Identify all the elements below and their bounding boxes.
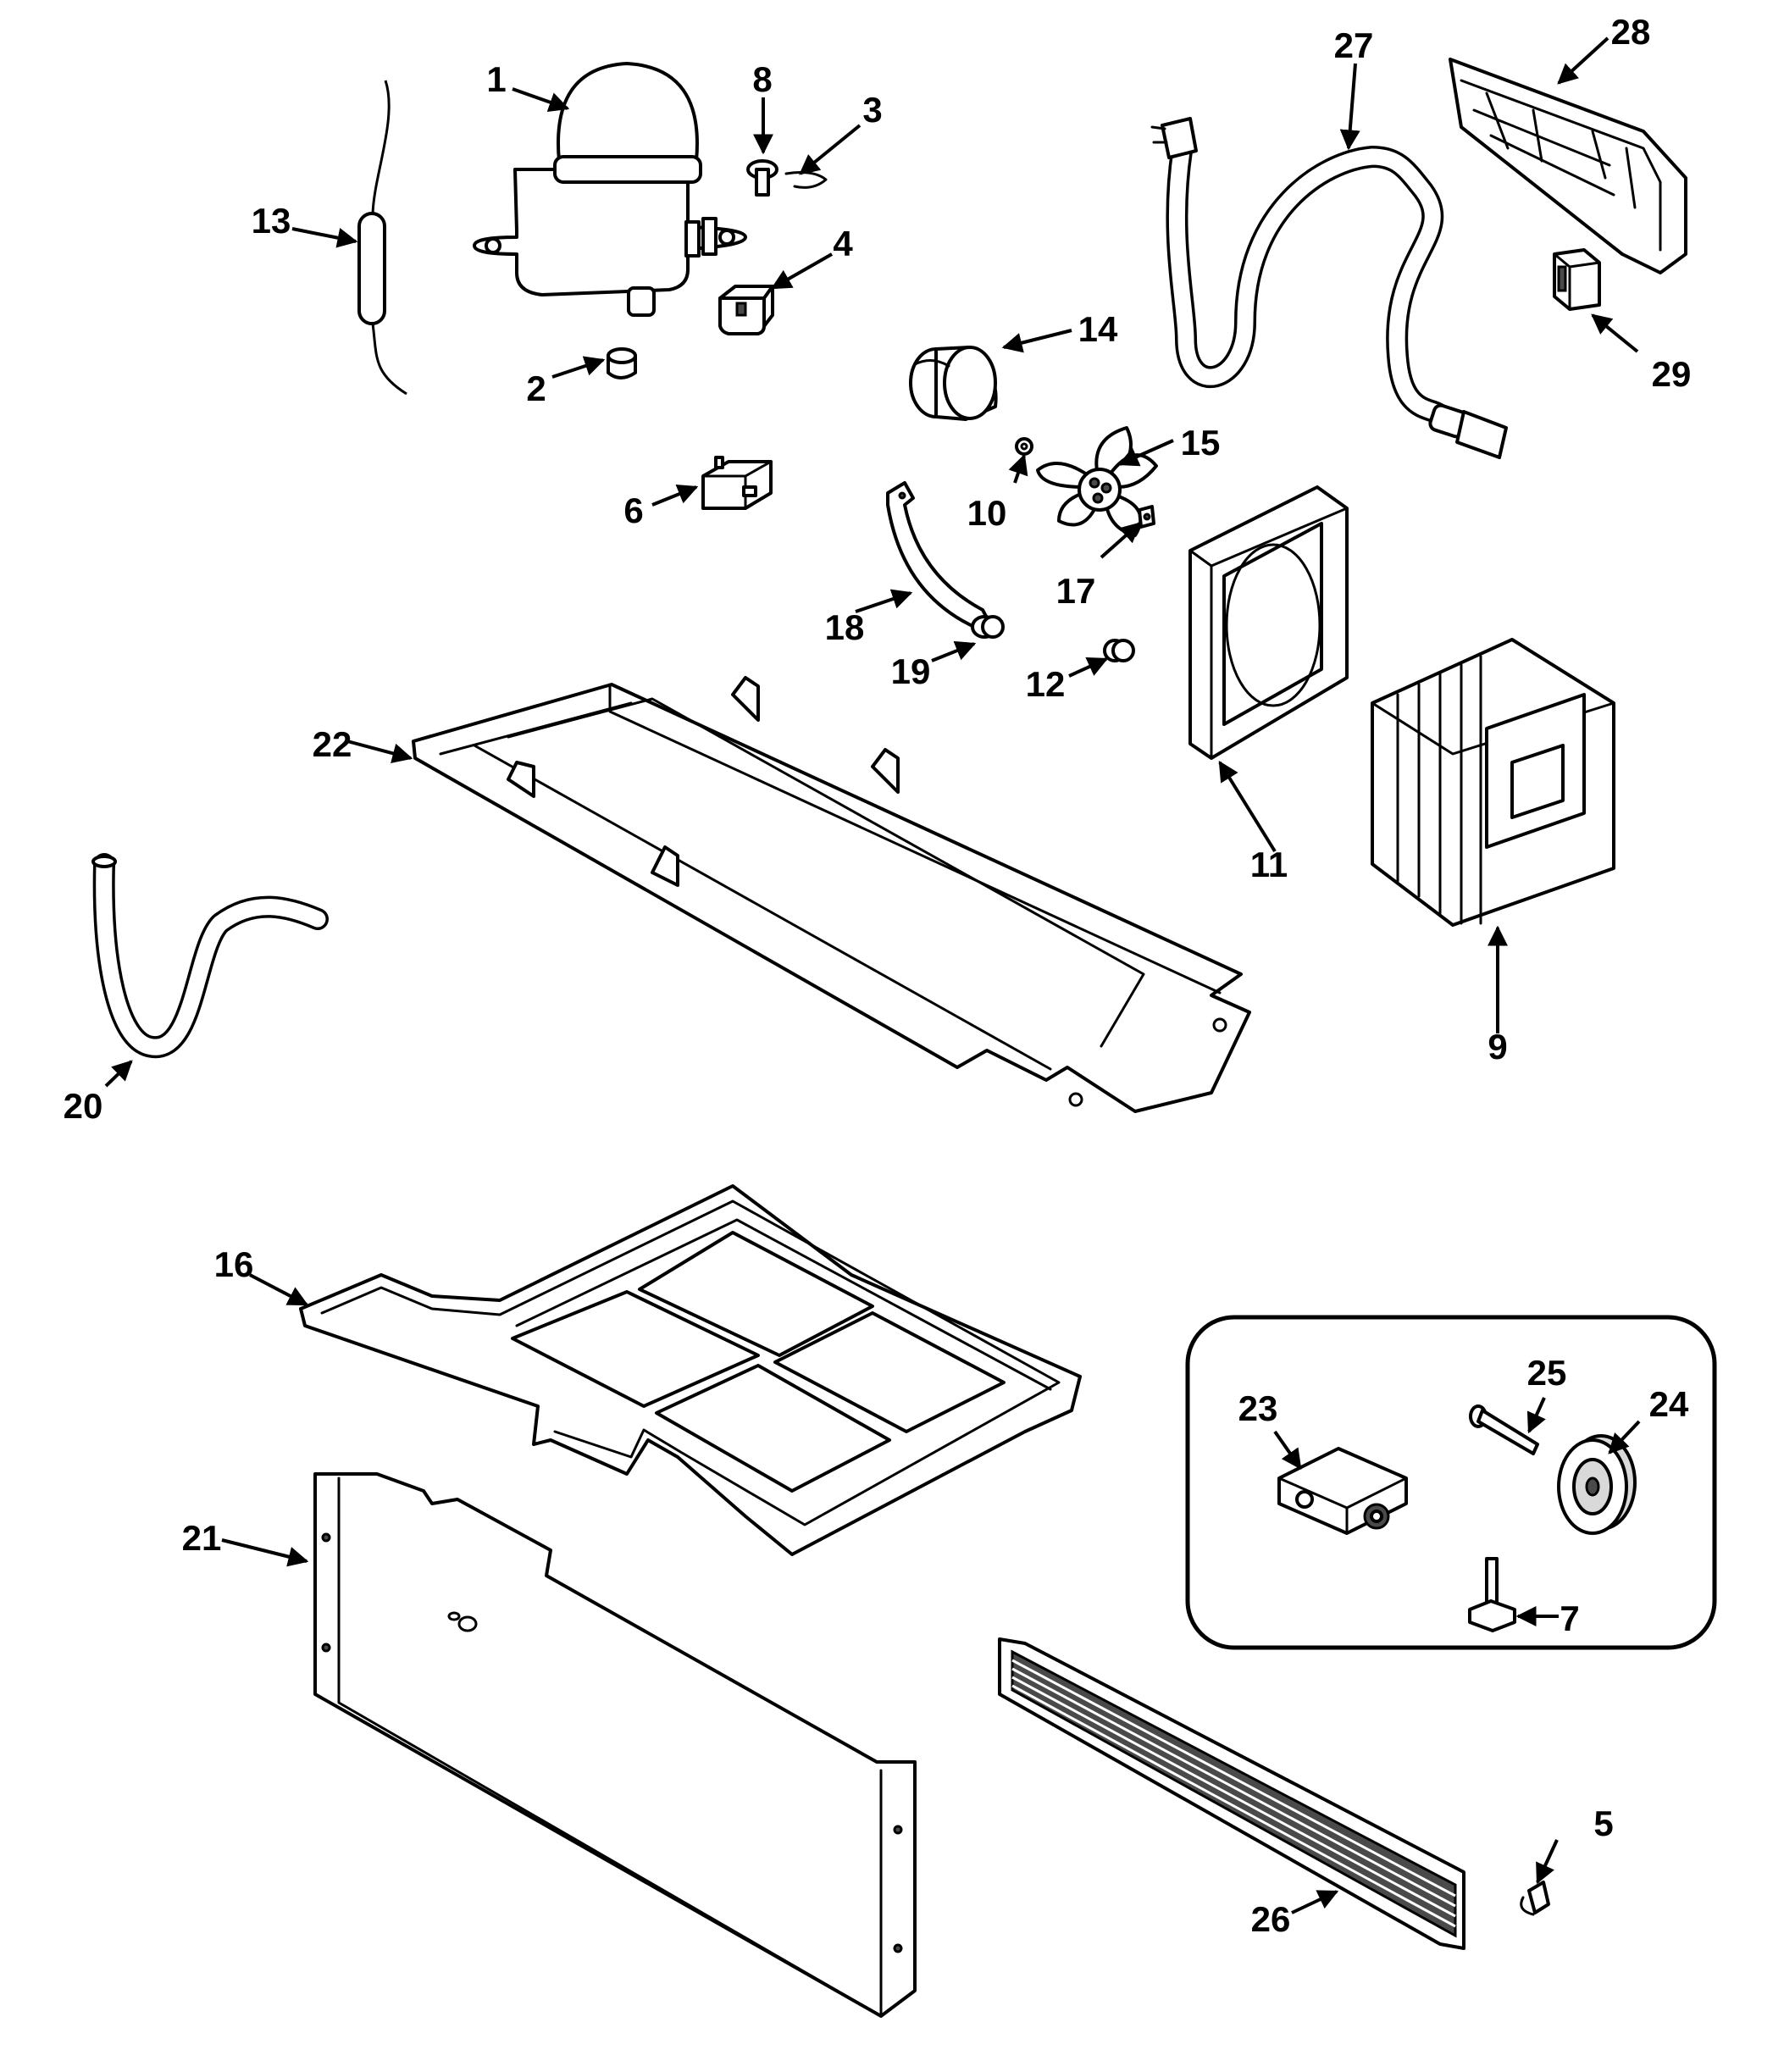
part-8-screw xyxy=(746,159,778,197)
callout-26: 26 xyxy=(1251,1899,1291,1939)
part-23-roller-bracket xyxy=(1277,1447,1408,1535)
part-13-filter-drier xyxy=(357,80,407,396)
part-16-drain-pan xyxy=(299,1184,1082,1556)
part-14-capacitor xyxy=(909,346,998,421)
callout-23: 23 xyxy=(1238,1388,1278,1428)
callout-13: 13 xyxy=(252,201,291,241)
callout-21: 21 xyxy=(182,1518,222,1558)
part-3-clip xyxy=(784,171,828,189)
callout-3: 3 xyxy=(862,90,882,130)
callout-5: 5 xyxy=(1593,1803,1613,1843)
part-20-drain-hose xyxy=(91,853,329,1059)
callout-labels: 1 2 3 4 5 6 7 8 9 10 11 12 13 14 15 16 1… xyxy=(64,12,1692,1939)
part-6-overload xyxy=(701,456,773,510)
callout-19: 19 xyxy=(891,651,931,691)
part-19-grommet xyxy=(971,615,1005,639)
callout-2: 2 xyxy=(526,368,546,408)
inset-frame xyxy=(1185,1315,1717,1650)
callout-22: 22 xyxy=(313,724,352,764)
callout-8: 8 xyxy=(752,59,772,99)
callout-28: 28 xyxy=(1611,12,1651,52)
part-25-axle xyxy=(1469,1404,1539,1455)
callout-14: 14 xyxy=(1078,309,1118,349)
callout-18: 18 xyxy=(825,607,865,647)
callout-24: 24 xyxy=(1649,1384,1689,1424)
part-12-grommet xyxy=(1103,639,1135,662)
part-9-evaporator xyxy=(1371,638,1615,927)
leader-arrows xyxy=(104,36,1641,1914)
callout-29: 29 xyxy=(1652,354,1692,394)
part-21-panel xyxy=(313,1472,917,2018)
part-7-leveler xyxy=(1468,1557,1516,1632)
callout-20: 20 xyxy=(64,1086,103,1126)
part-10-nut xyxy=(1015,437,1033,456)
part-1-compressor xyxy=(473,62,747,317)
callout-15: 15 xyxy=(1181,423,1221,463)
part-15-fan-blade xyxy=(1036,426,1158,537)
part-11-fan-shroud xyxy=(1188,485,1349,760)
callout-27: 27 xyxy=(1334,25,1374,65)
callout-1: 1 xyxy=(486,59,506,99)
callout-7: 7 xyxy=(1560,1598,1579,1638)
callout-17: 17 xyxy=(1056,571,1096,611)
part-27-power-cord xyxy=(1150,117,1508,459)
callout-25: 25 xyxy=(1527,1353,1567,1393)
part-2-grommet xyxy=(607,347,637,379)
callout-12: 12 xyxy=(1026,664,1066,704)
callout-6: 6 xyxy=(623,490,643,530)
callout-11: 11 xyxy=(1250,845,1288,884)
part-24-wheel xyxy=(1557,1434,1637,1535)
part-29-switch xyxy=(1553,248,1601,311)
part-22-condenser-cover xyxy=(412,676,1251,1113)
part-4-relay xyxy=(718,285,774,335)
part-17-clip xyxy=(1138,505,1155,529)
part-5-clip xyxy=(1520,1881,1550,1916)
callout-10: 10 xyxy=(967,493,1007,533)
callout-4: 4 xyxy=(833,224,853,263)
part-26-grille xyxy=(998,1637,1465,1950)
part-28-bracket xyxy=(1449,58,1687,274)
callout-16: 16 xyxy=(214,1244,254,1284)
callout-9: 9 xyxy=(1488,1027,1507,1066)
